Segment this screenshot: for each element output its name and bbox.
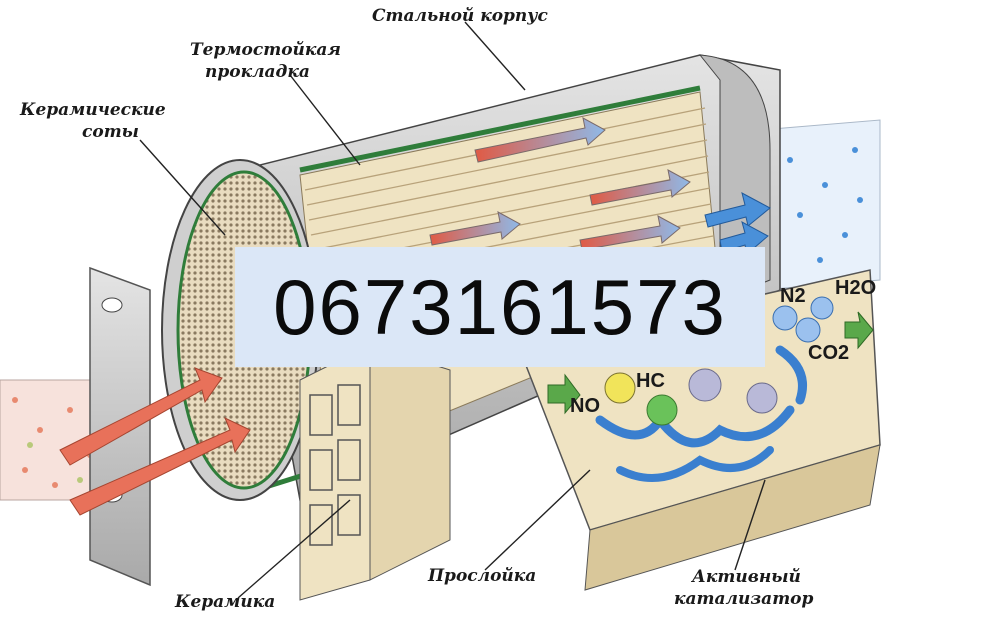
ceramic-honeycomb-label-1: Керамические bbox=[20, 100, 166, 120]
no-label: NO bbox=[570, 395, 600, 417]
active-catalyst-label-1: Активный bbox=[692, 567, 801, 587]
heat-gasket bbox=[299, 85, 701, 173]
phone-number: 0673161573 bbox=[273, 262, 727, 351]
co2-label: CO2 bbox=[808, 342, 850, 364]
interlayer-label: Прослойка bbox=[428, 566, 537, 586]
h2o-label: H2O bbox=[835, 277, 877, 299]
steel-casing-label: Стальной корпус bbox=[372, 6, 548, 26]
active-catalyst-label-2: катализатор bbox=[674, 589, 814, 609]
heat-gasket-label-1: Термостойкая bbox=[190, 40, 341, 60]
heat-gasket-label-2: прокладка bbox=[205, 62, 310, 82]
leader-lines bbox=[139, 21, 766, 599]
flow-arrows bbox=[59, 117, 771, 516]
ceramic-honeycomb-label-2: соты bbox=[82, 122, 139, 142]
ceramics-label: Керамика bbox=[175, 592, 276, 612]
phone-banner: 0673161573 bbox=[235, 247, 765, 367]
n2-label: N2 bbox=[780, 285, 806, 307]
ceramic-support bbox=[299, 344, 451, 601]
hc-label: HC bbox=[636, 370, 665, 392]
